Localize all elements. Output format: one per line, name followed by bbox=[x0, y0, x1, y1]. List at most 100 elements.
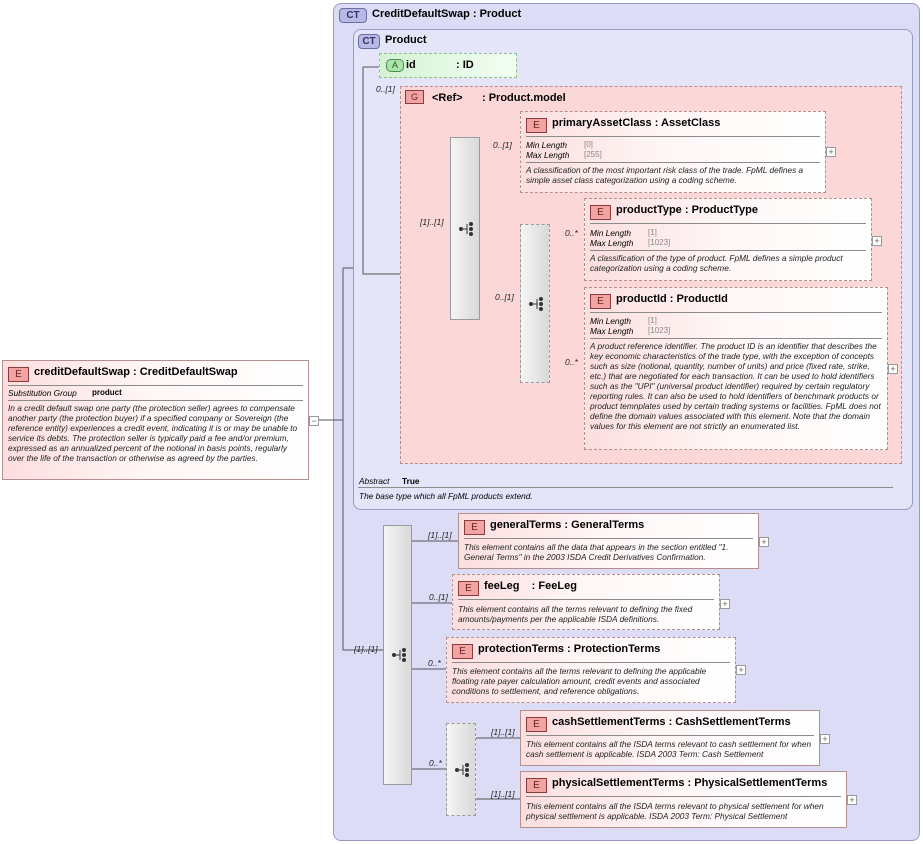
element-title: primaryAssetClass : AssetClass bbox=[552, 117, 721, 129]
attribute-type: : ID bbox=[456, 59, 474, 71]
element-badge: E bbox=[526, 778, 547, 793]
element-title: productId : ProductId bbox=[616, 293, 728, 305]
element-productid[interactable]: E productId : ProductId Min Length [1] M… bbox=[584, 287, 888, 450]
element-title: feeLeg : FeeLeg bbox=[484, 580, 577, 592]
min-length-value: [0] bbox=[584, 140, 593, 149]
element-generalterms[interactable]: E generalTerms : GeneralTerms This eleme… bbox=[458, 513, 759, 569]
title-separator bbox=[590, 223, 866, 224]
attribute-cardinality: 0..[1] bbox=[376, 84, 395, 94]
title-separator bbox=[526, 136, 820, 137]
element-cardinality: 0..* bbox=[565, 357, 578, 367]
title-separator bbox=[590, 312, 882, 313]
element-badge: E bbox=[464, 520, 485, 535]
min-length-value: [1] bbox=[648, 316, 657, 325]
element-description: This element contains all the data that … bbox=[464, 542, 729, 562]
element-producttype[interactable]: E productType : ProductType Min Length [… bbox=[584, 198, 872, 281]
min-length-label: Min Length bbox=[590, 316, 632, 326]
element-description: This element contains all the ISDA terms… bbox=[526, 739, 812, 759]
element-title: creditDefaultSwap : CreditDefaultSwap bbox=[34, 366, 238, 378]
element-description: In a credit default swap one party (the … bbox=[8, 403, 298, 463]
max-length-value: [255] bbox=[584, 150, 602, 159]
element-cardinality: 0..[1] bbox=[493, 140, 512, 150]
element-cardinality: [1]..[1] bbox=[428, 530, 452, 540]
sequence-cardinality: 0..[1] bbox=[495, 292, 514, 302]
prop-separator bbox=[8, 400, 303, 401]
prop-separator bbox=[590, 338, 882, 339]
expand-icon[interactable]: + bbox=[736, 665, 746, 675]
group-type: : Product.model bbox=[482, 92, 566, 104]
min-length-label: Min Length bbox=[590, 228, 632, 238]
sequence-cardinality: 0..* bbox=[429, 758, 442, 768]
complex-type-badge: CT bbox=[339, 8, 367, 23]
element-creditdefaultswap[interactable]: E creditDefaultSwap : CreditDefaultSwap … bbox=[2, 360, 309, 480]
sequence-cardinality: [1]..[1] bbox=[354, 644, 378, 654]
element-physicalsettlementterms[interactable]: E physicalSettlementTerms : PhysicalSett… bbox=[520, 771, 847, 828]
element-cardinality: 0..[1] bbox=[429, 592, 448, 602]
element-title: cashSettlementTerms : CashSettlementTerm… bbox=[552, 716, 791, 728]
expand-icon[interactable]: + bbox=[888, 364, 898, 374]
element-description: A classification of the type of product.… bbox=[590, 253, 843, 273]
max-length-value: [1023] bbox=[648, 238, 671, 247]
element-feeleg[interactable]: E feeLeg : FeeLeg This element contains … bbox=[452, 574, 720, 630]
prop-separator bbox=[590, 250, 866, 251]
element-title: productType : ProductType bbox=[616, 204, 758, 216]
title-separator bbox=[526, 796, 841, 797]
sequence-settlement-terms[interactable] bbox=[446, 723, 476, 816]
sequence-icon bbox=[459, 222, 473, 236]
substitution-group-value: product bbox=[92, 388, 122, 397]
type-separator bbox=[358, 487, 893, 488]
title-separator bbox=[464, 538, 753, 539]
title-separator bbox=[526, 735, 814, 736]
max-length-value: [1023] bbox=[648, 326, 671, 335]
abstract-value: True bbox=[402, 476, 420, 486]
title-separator bbox=[458, 599, 714, 600]
sequence-product-identification[interactable] bbox=[520, 224, 550, 383]
element-cardinality: 0..* bbox=[565, 228, 578, 238]
sequence-icon bbox=[529, 297, 543, 311]
sequence-credit-default-swap[interactable] bbox=[383, 525, 412, 785]
expand-icon[interactable]: + bbox=[820, 734, 830, 744]
complex-type-badge: CT bbox=[358, 34, 380, 49]
element-badge: E bbox=[526, 717, 547, 732]
element-primaryassetclass[interactable]: E primaryAssetClass : AssetClass Min Len… bbox=[520, 111, 826, 193]
complex-type-title: Product bbox=[385, 34, 427, 46]
collapse-icon[interactable]: − bbox=[309, 416, 319, 426]
element-badge: E bbox=[590, 294, 611, 309]
element-cashsettlementterms[interactable]: E cashSettlementTerms : CashSettlementTe… bbox=[520, 710, 820, 766]
max-length-label: Max Length bbox=[590, 326, 634, 336]
element-cardinality: 0..* bbox=[428, 658, 441, 668]
element-badge: E bbox=[526, 118, 547, 133]
sequence-product-model[interactable] bbox=[450, 137, 480, 320]
attribute-id[interactable]: A id : ID bbox=[379, 53, 517, 78]
element-title: protectionTerms : ProtectionTerms bbox=[478, 643, 661, 655]
element-badge: E bbox=[590, 205, 611, 220]
title-separator bbox=[8, 385, 303, 386]
sequence-icon bbox=[392, 648, 406, 662]
element-description: This element contains all the ISDA terms… bbox=[526, 801, 824, 821]
group-badge: G bbox=[405, 90, 424, 104]
expand-icon[interactable]: + bbox=[826, 147, 836, 157]
abstract-label: Abstract bbox=[359, 476, 390, 486]
element-description: A product reference identifier. The prod… bbox=[590, 341, 881, 431]
title-separator bbox=[452, 662, 730, 663]
element-badge: E bbox=[458, 581, 479, 596]
expand-icon[interactable]: + bbox=[872, 236, 882, 246]
element-description: This element contains all the terms rele… bbox=[458, 604, 693, 624]
expand-icon[interactable]: + bbox=[847, 795, 857, 805]
attribute-badge: A bbox=[386, 59, 404, 72]
element-description: This element contains all the terms rele… bbox=[452, 666, 707, 696]
expand-icon[interactable]: + bbox=[759, 537, 769, 547]
max-length-label: Max Length bbox=[526, 150, 570, 160]
max-length-label: Max Length bbox=[590, 238, 634, 248]
element-cardinality: [1]..[1] bbox=[491, 789, 515, 799]
expand-icon[interactable]: + bbox=[720, 599, 730, 609]
attribute-name: id bbox=[406, 59, 416, 71]
element-protectionterms[interactable]: E protectionTerms : ProtectionTerms This… bbox=[446, 637, 736, 703]
element-description: A classification of the most important r… bbox=[526, 165, 804, 185]
min-length-label: Min Length bbox=[526, 140, 568, 150]
element-title: generalTerms : GeneralTerms bbox=[490, 519, 645, 531]
prop-separator bbox=[526, 162, 820, 163]
sequence-icon bbox=[455, 763, 469, 777]
element-cardinality: [1]..[1] bbox=[491, 727, 515, 737]
sequence-cardinality: [1]..[1] bbox=[420, 217, 444, 227]
